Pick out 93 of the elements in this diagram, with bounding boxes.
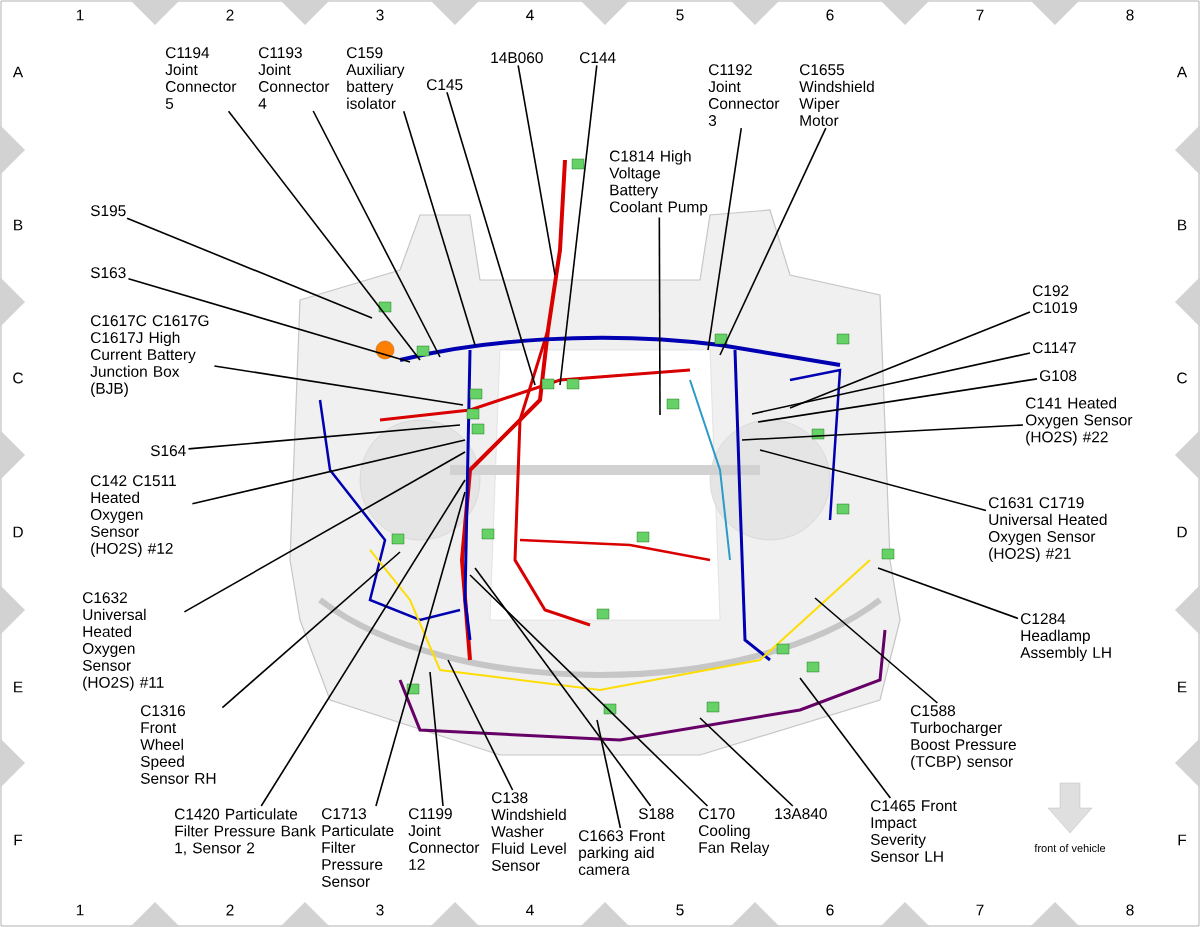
leader-line (127, 277, 411, 363)
leader-line (707, 127, 743, 351)
leader-line (757, 378, 1038, 423)
leader-line (741, 424, 1024, 441)
grid-label: 6 (826, 9, 834, 21)
callout-label: S164 (150, 445, 186, 457)
grid-label: F (1178, 834, 1187, 846)
callout-label: C1194 Joint Connector 5 (165, 47, 237, 109)
grid-label: E (1178, 681, 1187, 693)
grid-label: 7 (976, 9, 984, 21)
grid-label: 2 (226, 9, 234, 21)
leader-line (213, 365, 464, 406)
leader-line (187, 424, 461, 450)
callout-label: C145 (427, 79, 463, 91)
leader-line (126, 217, 373, 319)
grid-label: B (1178, 219, 1187, 231)
leader-line (751, 352, 1031, 415)
leader-line (517, 64, 556, 276)
leader-line (375, 491, 466, 807)
callout-label: C1814 High Voltage Battery Coolant Pump (609, 150, 708, 216)
callout-label: S195 (90, 205, 126, 217)
callout-label: S188 (638, 808, 674, 820)
leader-line (429, 671, 444, 807)
callout-label: C1588 Turbocharger Boost Pressure (TCBP) sensor (910, 705, 1016, 770)
leader-line (312, 110, 441, 358)
leader-line (719, 127, 827, 356)
leader-line (877, 567, 1019, 620)
callout-label: C1284 Headlamp Assembly LH (1020, 613, 1111, 662)
leader-line (699, 717, 794, 807)
grid-label: C (13, 372, 23, 384)
grid-label: 5 (676, 904, 684, 916)
grid-label: 2 (226, 904, 234, 916)
callout-label: C1420 Particulate Filter Pressure Bank 1, Sensor 2 (175, 808, 316, 856)
leader-line (183, 451, 466, 613)
callout-label: C192 C1019 (1033, 285, 1077, 314)
grid-label: D (1177, 526, 1187, 538)
leader-line (227, 110, 421, 361)
leader-line (814, 597, 939, 704)
grid-label: 8 (1126, 904, 1134, 916)
callout-label: C1465 Front Impact Severity Sensor LH (870, 800, 957, 862)
callout-label: C1199 Joint Connector 12 (408, 808, 480, 870)
grid-label: C (1177, 372, 1187, 384)
grid-label: 3 (376, 904, 384, 916)
callout-label: C142 C1511 Heated Oxygen Sensor (HO2S) #12 (90, 475, 176, 557)
callout-label: C159 Auxiliary battery isolator (346, 47, 405, 109)
leader-line (446, 91, 536, 386)
leader-line (759, 449, 987, 512)
leader-line (402, 110, 476, 346)
grid-label: 8 (1126, 9, 1134, 21)
leader-line (559, 64, 598, 386)
leader-line (596, 719, 622, 829)
grid-label: B (14, 219, 23, 231)
leader-line (799, 677, 892, 799)
callout-label: C1655 Windshield Wiper Motor (799, 64, 874, 126)
callout-label: C138 Windshield Washer Fluid Level Sensor (491, 792, 566, 871)
leader-line (658, 216, 661, 416)
callout-label: C1316 Front Wheel Speed Sensor RH (140, 705, 216, 784)
callout-label: C1193 Joint Connector 4 (258, 47, 330, 109)
callout-label: 14B060 (491, 52, 543, 64)
callout-label: C1713 Particulate Filter Pressure Sensor (321, 808, 394, 887)
leader-line (474, 567, 652, 807)
grid-label: A (1176, 66, 1188, 78)
callout-label: S163 (90, 267, 126, 279)
grid-label: 1 (76, 904, 84, 916)
leader-line (221, 551, 401, 709)
callout-label: C141 Heated Oxygen Sensor (HO2S) #22 (1025, 397, 1133, 446)
leader-line (789, 311, 1031, 409)
grid-label: 4 (526, 9, 534, 21)
note-text: front of vehicle (1034, 844, 1106, 852)
leader-line (447, 659, 514, 791)
grid-label: 5 (676, 9, 684, 21)
grid-label: E (14, 681, 23, 693)
callout-label: C1663 Front parking aid camera (578, 830, 665, 875)
callout-label: G108 (1040, 370, 1077, 382)
callout-label: C1192 Joint Connector 3 (708, 64, 780, 126)
grid-label: 4 (526, 904, 534, 916)
grid-label: 3 (376, 9, 384, 21)
grid-label: 7 (976, 904, 984, 916)
callout-label: C1617C C1617G C1617J High Current Battery Junction Box (BJB) (90, 315, 209, 397)
leader-line (469, 574, 709, 807)
grid-label: 6 (826, 904, 834, 916)
callout-label: C1632 Universal Heated Oxygen Sensor (HO2S) #11 (82, 592, 164, 691)
callout-label: C144 (580, 52, 616, 64)
callout-label: 13A840 (775, 808, 827, 820)
grid-label: A (12, 66, 24, 78)
leader-line (191, 439, 466, 505)
grid-label: 1 (76, 9, 84, 21)
callout-label: C170 Cooling Fan Relay (699, 808, 770, 857)
grid-label: F (14, 834, 23, 846)
callout-label: C1147 (1033, 342, 1076, 354)
leader-line (260, 479, 466, 807)
grid-label: D (13, 526, 23, 538)
callout-label: C1631 C1719 Universal Heated Oxygen Sensor (HO2S) #21 (988, 497, 1107, 562)
